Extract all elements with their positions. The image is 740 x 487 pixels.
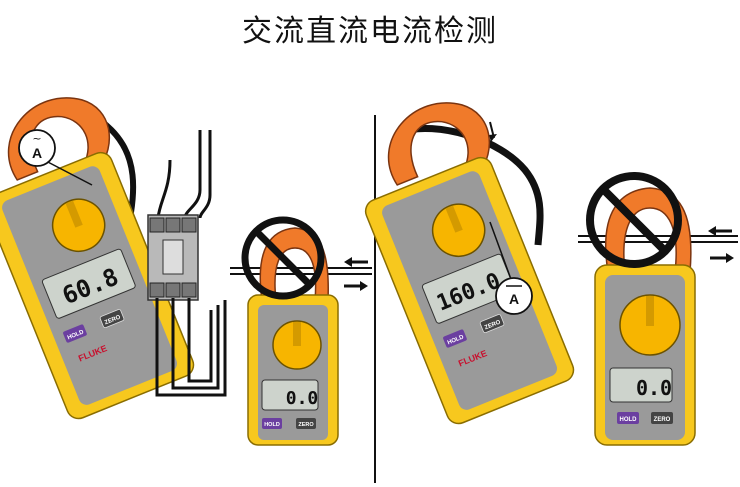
dial-pointer [646, 296, 654, 326]
hold-label: HOLD [264, 422, 280, 428]
callout-line [489, 221, 513, 283]
cable [397, 125, 544, 246]
arrow-head-icon [726, 253, 734, 263]
zero-button [296, 418, 316, 429]
arrow-head-icon [708, 226, 716, 236]
terminal [181, 217, 197, 233]
callout-line [43, 159, 93, 186]
circuit-breaker [147, 130, 227, 397]
wire [183, 130, 202, 219]
breaker-switch [162, 239, 184, 275]
dial-pointer [293, 322, 301, 346]
mode-symbol: A [509, 291, 519, 307]
dial-pointer [65, 200, 83, 228]
hold-button [617, 412, 639, 424]
prohibited-icon [586, 172, 682, 268]
prohibited-slash [600, 186, 668, 254]
zero-label: ZERO [298, 422, 314, 428]
terminal [165, 282, 181, 298]
wire [156, 159, 172, 219]
terminal [149, 217, 165, 233]
hold-button [443, 329, 467, 348]
hold-label: HOLD [620, 417, 638, 423]
ac-amps-symbol [18, 129, 56, 167]
zero-button [479, 314, 505, 334]
hold-button [262, 418, 282, 429]
prohibited-icon [241, 216, 325, 300]
zero-label: ZERO [654, 417, 671, 423]
ac-wave-icon: ~ [32, 132, 41, 145]
arrow-head-icon [360, 281, 368, 291]
dc-meter-right: 160.0 HOLD ZERO FLUKE A [364, 102, 575, 425]
prohibited-slash [253, 228, 313, 288]
wire [171, 298, 220, 390]
lcd-display [609, 367, 673, 403]
dc-amps-symbol [495, 277, 533, 315]
zero-label: ZERO [484, 319, 502, 331]
terminal [149, 282, 165, 298]
terminal [165, 217, 181, 233]
wire [187, 298, 213, 383]
dial-pointer [445, 205, 463, 233]
page-title: 交流直流电流检测 [242, 14, 498, 49]
prohibited-meter-right: 0.0 HOLD ZERO [578, 172, 738, 446]
lcd-reading: 0.0 [286, 388, 319, 409]
wire [155, 298, 227, 397]
arrow-head-icon [489, 134, 497, 142]
lcd-reading: 0.0 [636, 376, 672, 400]
terminal [181, 282, 197, 298]
lcd-display [261, 379, 319, 411]
zero-button [99, 309, 125, 329]
zero-button [651, 412, 673, 424]
mode-symbol: A [32, 145, 42, 161]
zero-label: ZERO [104, 314, 122, 326]
ac-meter-left: 60.8 HOLD ZERO FLUKE ~ A [0, 97, 195, 420]
prohibited-meter-left: 0.0 HOLD ZERO [230, 216, 372, 446]
lcd-display [41, 248, 136, 319]
hold-button [63, 324, 87, 343]
arrow-head-icon [344, 257, 352, 267]
wire [198, 130, 212, 219]
